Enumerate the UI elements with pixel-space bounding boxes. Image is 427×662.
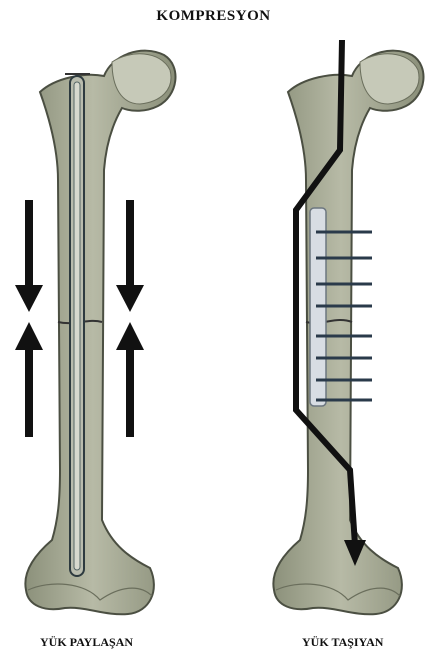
load-bearing-label: YÜK TAŞIYAN [302,635,383,650]
load-sharing-label: YÜK PAYLAŞAN [40,635,133,650]
left-femur [25,51,175,615]
